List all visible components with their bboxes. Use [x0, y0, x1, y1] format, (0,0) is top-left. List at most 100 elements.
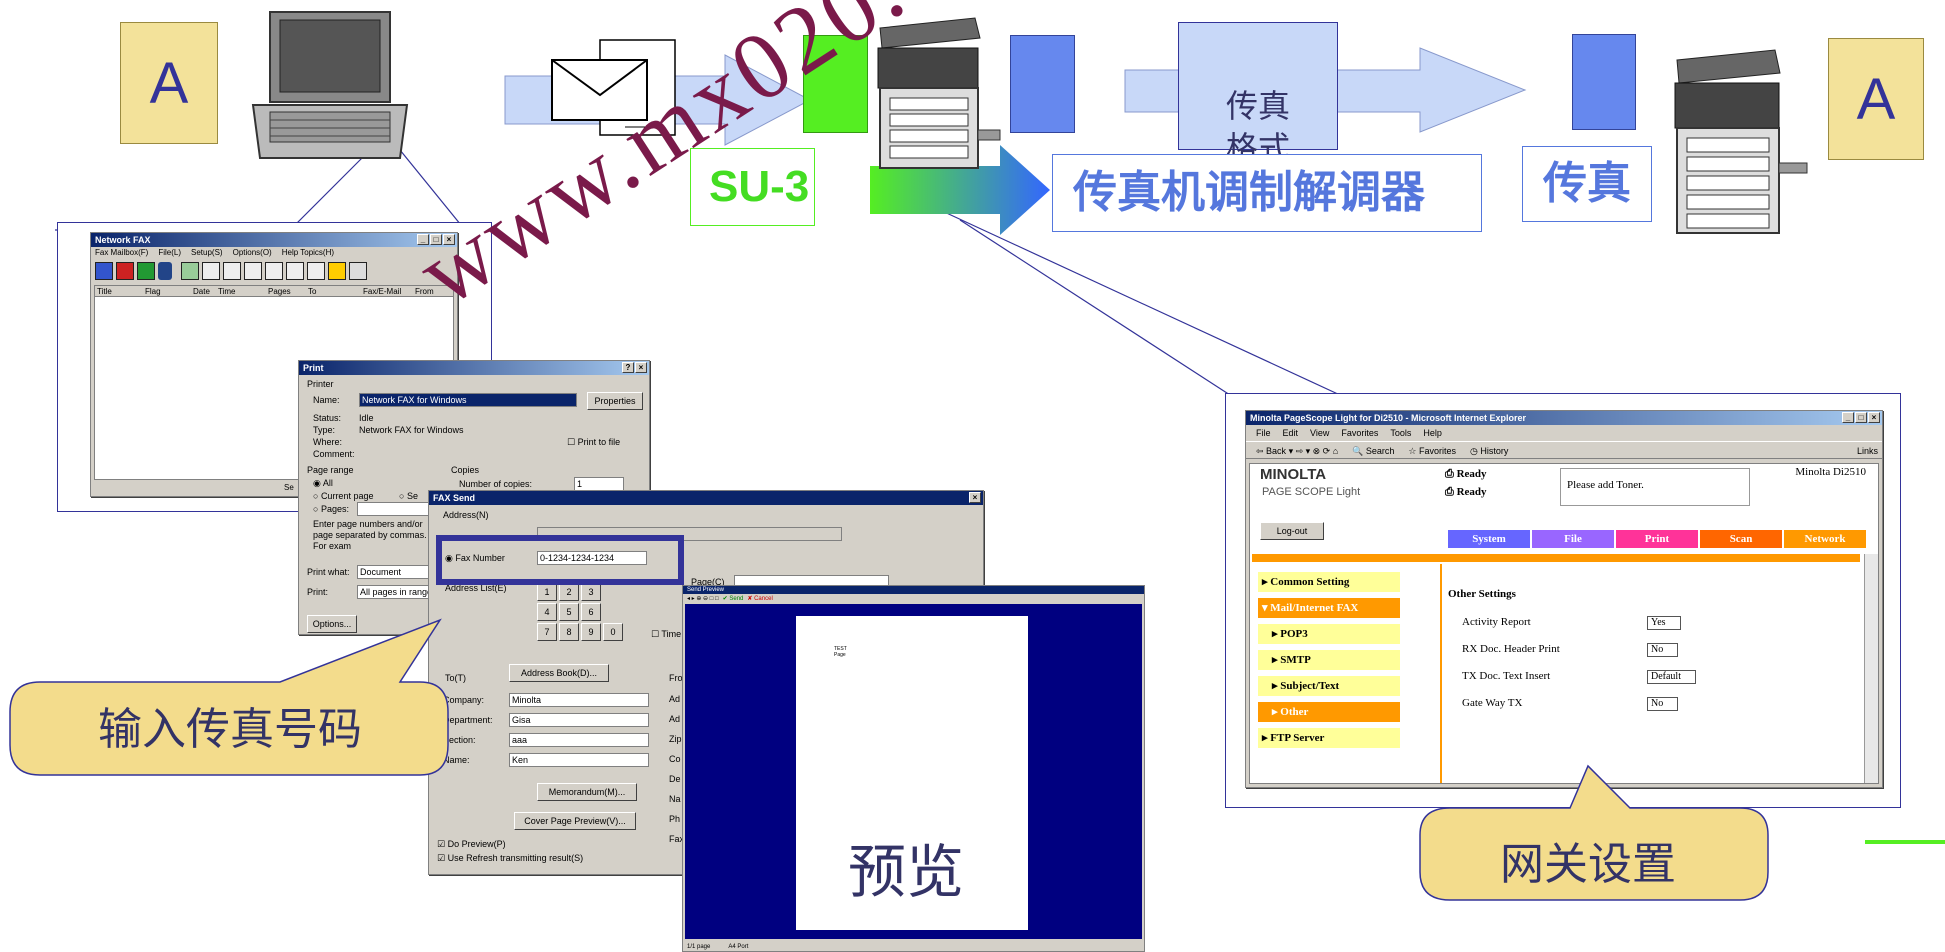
maximize-icon[interactable]: □ — [1855, 412, 1867, 423]
toolbar-out-box-icon[interactable] — [95, 262, 113, 280]
col-date[interactable]: Date — [193, 287, 210, 296]
use-refresh-checkbox[interactable]: ☑ Use Refresh transmitting result(S) — [437, 853, 584, 863]
cover-page-preview-button[interactable]: Cover Page Preview(V)... — [514, 812, 636, 830]
col-fax-email[interactable]: Fax/E-Mail — [363, 287, 402, 296]
key-8[interactable]: 8 — [559, 623, 579, 641]
department-input[interactable]: Gisa — [509, 713, 649, 727]
memorandum-button[interactable]: Memorandum(M)... — [537, 783, 637, 801]
toolbar-print-list-icon[interactable] — [265, 262, 283, 280]
preview-cancel-button[interactable]: ✘ Cancel — [747, 596, 773, 602]
toolbar-exit-icon[interactable] — [349, 262, 367, 280]
nav-ftp-server[interactable]: ▸ FTP Server — [1258, 728, 1400, 748]
toolbar-send-icon[interactable] — [286, 262, 304, 280]
time-checkbox[interactable]: ☐ Time — [651, 629, 682, 639]
close-icon[interactable]: × — [635, 362, 647, 373]
favorites-button[interactable]: ☆ Favorites — [1408, 446, 1457, 456]
setting-select[interactable]: No — [1647, 643, 1679, 657]
tab-scan[interactable]: Scan — [1700, 530, 1782, 548]
print-to-file-checkbox[interactable]: ☐ Print to file — [567, 437, 621, 447]
address-list-label[interactable]: Address List(E) — [445, 583, 507, 593]
links-label[interactable]: Links — [1856, 446, 1878, 456]
nav-smtp[interactable]: ▸ SMTP — [1258, 650, 1400, 670]
back-button[interactable]: ⇦ Back ▾ ⇨ ▾ ⊗ ⟳ ⌂ — [1256, 446, 1339, 456]
maximize-icon[interactable]: □ — [430, 234, 442, 245]
options-button[interactable]: Options... — [307, 615, 357, 633]
tab-network[interactable]: Network — [1784, 530, 1866, 548]
company-input[interactable]: Minolta — [509, 693, 649, 707]
toolbar-in-box-icon[interactable] — [116, 262, 134, 280]
toolbar-trash-icon[interactable] — [158, 262, 172, 280]
fax-number-radio[interactable]: ◉ Fax Number — [445, 553, 505, 563]
setting-select[interactable]: No — [1647, 697, 1679, 711]
col-flag[interactable]: Flag — [145, 287, 161, 296]
nav-common-setting[interactable]: ▸ Common Setting — [1258, 572, 1400, 592]
name-input[interactable]: Ken — [509, 753, 649, 767]
do-preview-checkbox[interactable]: ☑ Do Preview(P) — [437, 839, 506, 849]
menu-edit[interactable]: Edit — [1282, 428, 1299, 438]
logout-button[interactable]: Log-out — [1260, 522, 1324, 540]
tab-system[interactable]: System — [1448, 530, 1530, 548]
col-to[interactable]: To — [308, 287, 317, 296]
menu-view[interactable]: View — [1310, 428, 1330, 438]
all-radio[interactable]: ◉ All — [313, 478, 333, 488]
preview-send-button[interactable]: ✔ Send — [722, 596, 744, 602]
print-what-select[interactable]: Document — [357, 565, 437, 579]
toolbar-view-icon[interactable] — [202, 262, 220, 280]
help-icon[interactable]: ? — [622, 362, 634, 373]
close-icon[interactable]: × — [1868, 412, 1880, 423]
history-button[interactable]: ◷ History — [1470, 446, 1509, 456]
close-icon[interactable]: × — [443, 234, 455, 245]
col-pages[interactable]: Pages — [268, 287, 291, 296]
nav-other[interactable]: ▸ Other — [1258, 702, 1400, 722]
toolbar-edit-icon[interactable] — [307, 262, 325, 280]
toolbar-sent-icon[interactable] — [137, 262, 155, 280]
key-9[interactable]: 9 — [581, 623, 601, 641]
menu-help[interactable]: Help Topics(H) — [281, 248, 335, 257]
menu-file[interactable]: File(L) — [158, 248, 182, 257]
nav-subject-text[interactable]: ▸ Subject/Text — [1258, 676, 1400, 696]
scrollbar[interactable] — [1864, 554, 1878, 783]
key-2[interactable]: 2 — [559, 583, 579, 601]
key-4[interactable]: 4 — [537, 603, 557, 621]
search-button[interactable]: 🔍 Search — [1352, 446, 1395, 456]
nav-pop3[interactable]: ▸ POP3 — [1258, 624, 1400, 644]
toolbar-re-send-icon[interactable] — [223, 262, 241, 280]
key-0[interactable]: 0 — [603, 623, 623, 641]
preview-nav-icons[interactable]: ◂ ▸ ⊕ ⊖ □ □ — [687, 596, 719, 602]
selection-radio[interactable]: ○ Se — [399, 491, 418, 501]
section-input[interactable]: aaa — [509, 733, 649, 747]
current-page-radio[interactable]: ○ Current page — [313, 491, 374, 501]
menu-file[interactable]: File — [1256, 428, 1271, 438]
pages-radio[interactable]: ○ Pages: — [313, 504, 349, 514]
menu-favorites[interactable]: Favorites — [1341, 428, 1379, 438]
setting-select[interactable]: Default — [1647, 670, 1696, 684]
nav-mail-internet-fax[interactable]: ▾ Mail/Internet FAX — [1258, 598, 1400, 618]
tab-file[interactable]: File — [1532, 530, 1614, 548]
properties-button[interactable]: Properties — [587, 392, 643, 410]
key-7[interactable]: 7 — [537, 623, 557, 641]
setting-select[interactable]: Yes — [1647, 616, 1681, 630]
col-title[interactable]: Title — [97, 287, 112, 296]
copies-input[interactable]: 1 — [574, 477, 624, 491]
menu-fax-mailbox[interactable]: Fax Mailbox(F) — [95, 248, 149, 257]
tab-print[interactable]: Print — [1616, 530, 1698, 548]
pages-input[interactable] — [357, 502, 437, 516]
key-5[interactable]: 5 — [559, 603, 579, 621]
address-book-button[interactable]: Address Book(D)... — [509, 664, 609, 682]
printer-name-select[interactable]: Network FAX for Windows — [359, 393, 577, 407]
toolbar-print-icon[interactable] — [244, 262, 262, 280]
minimize-icon[interactable]: _ — [417, 234, 429, 245]
minimize-icon[interactable]: _ — [1842, 412, 1854, 423]
menu-help[interactable]: Help — [1423, 428, 1442, 438]
toolbar-icon-5[interactable] — [181, 262, 199, 280]
toolbar-help-icon[interactable] — [328, 262, 346, 280]
key-3[interactable]: 3 — [581, 583, 601, 601]
col-from[interactable]: From — [415, 287, 434, 296]
fax-number-input[interactable]: 0-1234-1234-1234 — [537, 551, 647, 565]
menu-tools[interactable]: Tools — [1390, 428, 1412, 438]
menu-setup[interactable]: Setup(S) — [191, 248, 223, 257]
col-time[interactable]: Time — [218, 287, 236, 296]
close-icon[interactable]: × — [969, 492, 981, 503]
menu-options[interactable]: Options(O) — [232, 248, 272, 257]
key-6[interactable]: 6 — [581, 603, 601, 621]
